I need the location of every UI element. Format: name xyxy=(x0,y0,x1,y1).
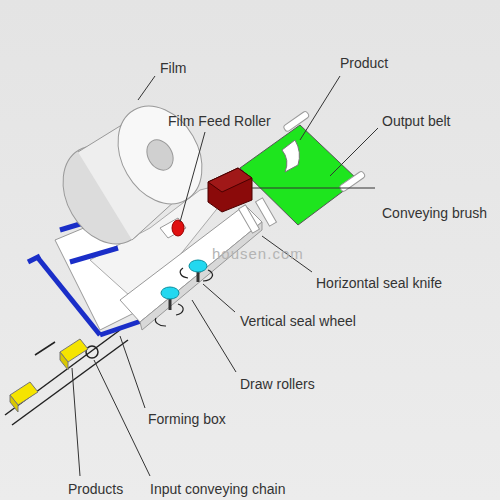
part-label: Conveying brush xyxy=(382,205,487,221)
part-label: Product xyxy=(340,55,388,71)
part-label: Output belt xyxy=(382,113,451,129)
part-label: Film xyxy=(160,60,186,76)
product-blocks xyxy=(10,339,88,412)
part-label: Draw rollers xyxy=(240,376,315,392)
seal-knife xyxy=(239,198,277,233)
part-label: Horizontal seal knife xyxy=(316,275,442,291)
part-label: Vertical seal wheel xyxy=(240,313,356,329)
part-label: Input conveying chain xyxy=(150,481,285,497)
seal-wheels xyxy=(155,260,212,326)
part-label: Film Feed Roller xyxy=(168,113,271,129)
watermark: housen.com xyxy=(212,246,304,262)
input-chain xyxy=(5,330,128,425)
film-feed-roller xyxy=(160,218,186,238)
part-label: Products xyxy=(68,481,123,497)
part-label: Forming box xyxy=(148,411,226,427)
